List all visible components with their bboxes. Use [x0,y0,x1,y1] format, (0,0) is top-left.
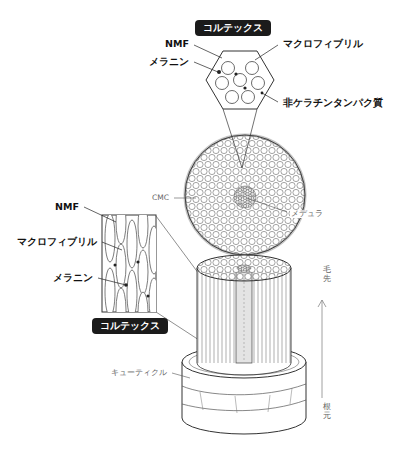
direction-arrow [318,300,326,398]
hair-cylinder [197,255,291,281]
cortex-longitudinal [136,260,139,263]
leader-line [174,198,196,199]
leader-line [102,242,122,250]
hair-cylinder [182,255,306,434]
leader-line [172,373,190,378]
hair-cylinder [291,268,292,363]
magnify-line [242,109,257,168]
part-label: 非ケラチンタンパク質 [282,98,384,109]
magnify-line [156,216,199,274]
part-label: NMF [54,202,80,213]
magnify-line [223,109,242,168]
part-label: メデュラ [290,210,324,219]
hair-cross-section [185,135,305,255]
cortex-longitudinal [116,244,126,288]
part-label: CMC [151,194,170,203]
direction-label: 毛先 [323,266,331,284]
section-title: コルテックス [100,320,160,331]
cortex-cell [206,51,274,109]
leader-line [84,207,116,222]
hair-cylinder [244,274,245,362]
hair-cylinder [197,268,291,363]
direction-label: 根元 [323,403,331,421]
part-label: メラニン [52,273,94,284]
cortex-cell [242,91,255,104]
cortex-longitudinal [105,215,115,262]
leader-line [194,45,222,58]
cortex-longitudinal [105,268,115,312]
cortex-cell [246,62,259,75]
hair-cross-section [185,135,305,255]
cortex-cell [234,72,237,75]
leader-line [255,45,278,60]
part-label: マクロフィブリル [16,237,98,248]
part-label: キューティクル [110,369,168,378]
part-label: NMF [164,39,190,50]
hair-cross-section [234,186,256,208]
hair-cylinder [236,272,252,363]
hair-cylinder [197,363,291,375]
cortex-longitudinal [116,215,126,244]
cortex-longitudinal [138,215,148,248]
cortex-longitudinal [138,292,148,312]
cortex-longitudinal [127,270,137,312]
cortex-cell [226,91,239,104]
leader-line [194,45,278,102]
hair-cylinder [197,268,198,363]
section-pill: コルテックス [92,318,168,333]
part-label: メラニン [148,57,190,68]
hair-cylinder [237,265,251,271]
leader-line [174,198,287,212]
cortex-longitudinal [149,278,156,312]
section-pill: コルテックス [195,20,271,35]
cortex-longitudinal [105,215,156,312]
magnify-line [223,109,257,168]
cortex-longitudinal [138,250,148,294]
cortex-cell [243,86,246,89]
cortex-cell [252,77,265,90]
leader-line [247,198,287,212]
cortex-cell [222,62,235,75]
direction-arrow [318,300,326,307]
cortex-longitudinal [127,220,137,268]
direction-arrow [322,300,323,398]
cortex-longitudinal [147,295,150,298]
hair-cylinder [200,388,292,413]
leader-line [98,278,126,285]
hair-cross-section [185,135,305,255]
leader-line [262,93,278,102]
hair-cylinder [182,400,306,411]
section-title: コルテックス [203,22,263,33]
leader-line [194,62,218,72]
cortex-longitudinal [114,264,117,267]
hair-cylinder [182,384,306,395]
cortex-longitudinal [116,288,126,312]
cortex-cell [206,51,274,109]
cortex-longitudinal [149,226,156,274]
part-label: マクロフィブリル [282,39,364,50]
cortex-cell [216,77,229,90]
